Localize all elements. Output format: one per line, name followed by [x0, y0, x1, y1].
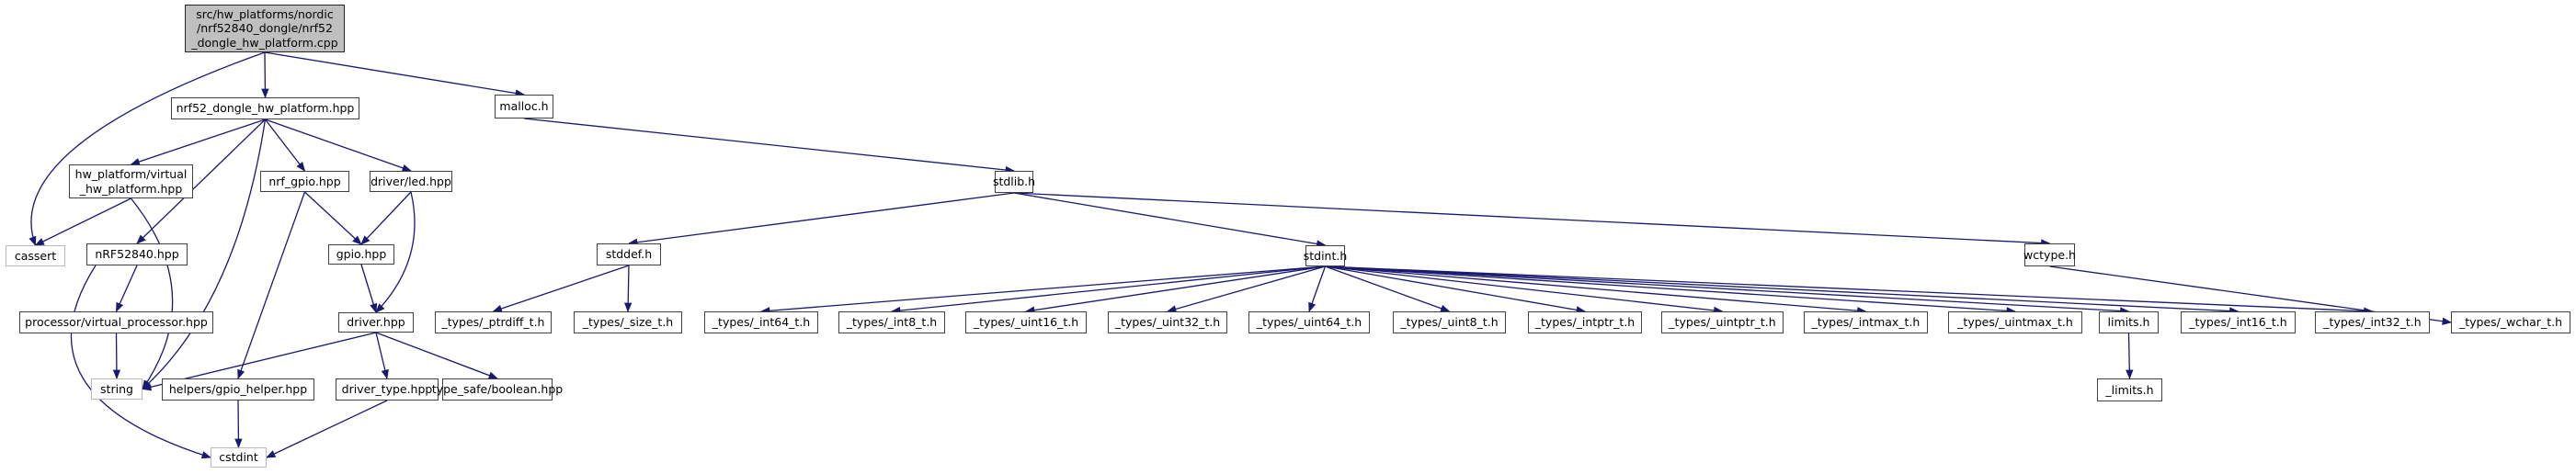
- edge-limits_h-to-_limits_h: [2126, 333, 2134, 380]
- node-types_intmax_t[interactable]: _types/_intmax_t.h: [1804, 311, 1928, 333]
- node-gpio_hpp[interactable]: gpio.hpp: [328, 244, 394, 265]
- node-driver_type_hpp[interactable]: driver_type.hpp: [336, 378, 439, 401]
- edge-driver_hpp-to-type_safe_boolean_hpp: [375, 332, 498, 379]
- edge-nRF52840_hpp-to-processor_virtual_processor_hpp: [115, 265, 138, 312]
- node-stdint_h[interactable]: stdint.h: [1304, 245, 1347, 266]
- edge-nrf_gpio_hpp-to-helpers_gpio_helper_hpp: [237, 191, 306, 379]
- node-types_int64_t[interactable]: _types/_int64_t.h: [704, 311, 818, 333]
- node-cassert: cassert: [6, 245, 65, 266]
- edge-stdint_h-to-types_int64_t: [759, 265, 1326, 315]
- node-types_size_t[interactable]: _types/_size_t.h: [574, 311, 682, 333]
- edge-stdint_h-to-types_uintptr_t: [1325, 265, 1724, 315]
- edge-stdlib_h-to-stdint_h: [1013, 192, 1327, 248]
- edge-stdint_h-to-types_uintmax_t: [1325, 265, 2017, 315]
- edge-stddef_h-to-types_size_t: [624, 265, 633, 313]
- node-driver_led_hpp[interactable]: driver/led.hpp: [370, 171, 452, 192]
- edge-stddef_h-to-types_ptrdiff_t: [492, 265, 630, 312]
- node-limits_h[interactable]: limits.h: [2099, 311, 2159, 333]
- node-types_uint64_t[interactable]: _types/_uint64_t.h: [1248, 311, 1370, 333]
- node-types_uint32_t[interactable]: _types/_uint32_t.h: [1108, 311, 1227, 333]
- edge-stdint_h-to-types_uint16_t: [1024, 265, 1326, 314]
- node-types_ptrdiff_t[interactable]: _types/_ptrdiff_t.h: [435, 311, 552, 333]
- edge-driver_type_hpp-to-cstdint: [266, 400, 388, 458]
- edge-driver_led_hpp-to-driver_hpp: [375, 191, 416, 313]
- node-type_safe_boolean_hpp[interactable]: type_safe/boolean.hpp: [432, 378, 563, 401]
- edge-stdlib_h-to-stddef_h: [627, 192, 1015, 246]
- edge-gpio_hpp-to-driver_hpp: [360, 264, 378, 313]
- node-types_int8_t[interactable]: _types/_int8_t.h: [838, 311, 945, 333]
- node-_limits_h[interactable]: _limits.h: [2097, 378, 2162, 401]
- node-types_intptr_t[interactable]: _types/_intptr_t.h: [1528, 311, 1642, 333]
- node-wctype_h[interactable]: wctype.h: [2023, 243, 2076, 266]
- edge-nrf52_dongle_hw_platform_hpp-to-nRF52840_hpp: [136, 118, 266, 244]
- edge-driver_led_hpp-to-gpio_hpp: [360, 191, 412, 245]
- edge-stdint_h-to-types_int32_t: [1325, 265, 2374, 315]
- edge-hw_platform_virtual-to-string: [130, 198, 174, 390]
- edge-hw_platform_virtual-to-cassert: [34, 198, 131, 246]
- node-types_int32_t[interactable]: _types/_int32_t.h: [2315, 311, 2430, 333]
- edge-stdint_h-to-types_intmax_t: [1325, 265, 1867, 315]
- edge-processor_virtual_processor_hpp-to-string: [112, 333, 121, 380]
- edge-nrf_gpio_hpp-to-gpio_hpp: [304, 191, 362, 245]
- edge-nrf52_dongle_hw_platform_hpp-to-nrf_gpio_hpp: [264, 118, 306, 172]
- edge-stdint_h-to-types_uint8_t: [1325, 265, 1451, 312]
- edge-root-to-cassert: [28, 51, 266, 246]
- node-types_wchar_t[interactable]: _types/_wchar_t.h: [2451, 311, 2570, 333]
- node-nrf_gpio_hpp[interactable]: nrf_gpio.hpp: [260, 171, 349, 192]
- edge-malloc_h-to-stdlib_h: [523, 118, 1016, 175]
- node-stddef_h[interactable]: stddef.h: [597, 243, 661, 265]
- edge-nrf52_dongle_hw_platform_hpp-to-driver_led_hpp: [265, 118, 412, 172]
- edge-stdint_h-to-types_int8_t: [890, 265, 1326, 315]
- node-types_uint16_t[interactable]: _types/_uint16_t.h: [965, 311, 1087, 333]
- node-malloc_h[interactable]: malloc.h: [495, 95, 553, 118]
- edge-helpers_gpio_helper_hpp-to-cstdint: [234, 400, 243, 449]
- node-types_uintmax_t[interactable]: _types/_uintmax_t.h: [1948, 311, 2082, 333]
- node-types_uintptr_t[interactable]: _types/_uintptr_t.h: [1661, 311, 1784, 333]
- node-types_uint8_t[interactable]: _types/_uint8_t.h: [1393, 311, 1506, 333]
- node-types_int16_t[interactable]: _types/_int16_t.h: [2181, 311, 2296, 333]
- edge-stdint_h-to-types_uint64_t: [1308, 265, 1327, 312]
- node-hw_platform_virtual[interactable]: hw_platform/virtual _hw_platform.hpp: [69, 164, 193, 198]
- edge-driver_hpp-to-driver_type_hpp: [375, 332, 389, 380]
- edge-nRF52840_hpp-to-cstdint: [70, 265, 211, 459]
- edge-stdint_h-to-types_int16_t: [1325, 265, 2240, 315]
- edge-stdint_h-to-limits_h: [1325, 265, 2130, 315]
- node-helpers_gpio_helper_hpp[interactable]: helpers/gpio_helper.hpp: [162, 378, 314, 401]
- edge-nrf52_dongle_hw_platform_hpp-to-hw_platform_virtual: [130, 118, 266, 165]
- node-stdlib_h[interactable]: stdlib.h: [993, 171, 1035, 193]
- node-nrf52_dongle_hw_platform_hpp[interactable]: nrf52_dongle_hw_platform.hpp: [171, 97, 359, 119]
- node-cstdint: cstdint: [211, 447, 267, 468]
- edge-nrf52_dongle_hw_platform_hpp-to-string: [142, 118, 267, 390]
- edge-root-to-nrf52_dongle_hw_platform_hpp: [261, 51, 269, 99]
- node-root: src/hw_platforms/nordic /nrf52840_dongle…: [185, 5, 345, 52]
- node-driver_hpp[interactable]: driver.hpp: [338, 312, 414, 333]
- node-nRF52840_hpp[interactable]: nRF52840.hpp: [86, 243, 188, 265]
- node-processor_virtual_processor_hpp[interactable]: processor/virtual_processor.hpp: [19, 311, 213, 333]
- edge-stdlib_h-to-wctype_h: [1013, 192, 2051, 247]
- node-string: string: [91, 378, 142, 400]
- edge-stdint_h-to-types_uint32_t: [1167, 265, 1326, 313]
- edge-root-to-malloc_h: [264, 51, 526, 97]
- edge-stdint_h-to-types_intptr_t: [1325, 265, 1587, 314]
